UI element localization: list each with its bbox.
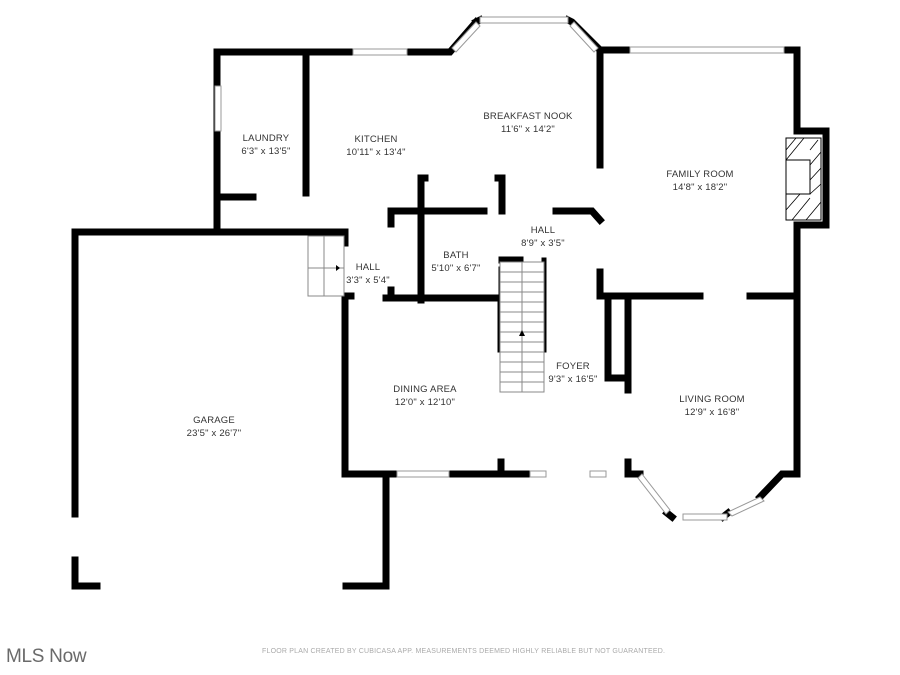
room-label-living-room: LIVING ROOM 12'9" x 16'8" — [679, 393, 745, 419]
room-dimensions: 8'9" x 3'5" — [521, 238, 565, 249]
windows — [214, 16, 785, 521]
walls — [71, 15, 830, 590]
room-name: LIVING ROOM — [679, 394, 745, 405]
room-name: BREAKFAST NOOK — [483, 111, 573, 122]
room-dimensions: 5'10" x 6'7" — [431, 263, 481, 274]
floor-plan-disclaimer: FLOOR PLAN CREATED BY CUBICASA APP. MEAS… — [262, 648, 666, 655]
room-dimensions: 14'8" x 18'2" — [672, 182, 728, 193]
room-name: DINING AREA — [393, 384, 457, 395]
room-name: FOYER — [556, 361, 590, 372]
room-name: HALL — [530, 225, 556, 236]
room-label-kitchen: KITCHEN 10'11" x 13'4" — [346, 133, 405, 159]
room-label-dining-area: DINING AREA 12'0" x 12'10" — [393, 383, 456, 409]
garage-steps — [307, 235, 345, 297]
room-dimensions: 12'9" x 16'8" — [684, 407, 740, 418]
mls-watermark: MLS Now — [6, 646, 87, 667]
room-name: GARAGE — [193, 415, 235, 426]
room-label-hall-side: HALL 3'3" x 5'4" — [346, 261, 390, 287]
room-label-laundry: LAUNDRY 6'3" x 13'5" — [241, 132, 290, 158]
room-name: KITCHEN — [354, 134, 398, 145]
room-name: BATH — [443, 250, 469, 261]
room-name: FAMILY ROOM — [666, 169, 734, 180]
room-label-breakfast-nook: BREAKFAST NOOK 11'6" x 14'2" — [483, 110, 572, 136]
room-dimensions: 23'5" x 26'7" — [186, 428, 242, 439]
room-name: HALL — [355, 262, 381, 273]
room-dimensions: 6'3" x 13'5" — [241, 146, 291, 157]
fireplace — [785, 137, 822, 221]
room-label-bath: BATH 5'10" x 6'7" — [431, 249, 480, 275]
room-dimensions: 9'3" x 16'5" — [548, 374, 598, 385]
room-label-hall-upper: HALL 8'9" x 3'5" — [521, 224, 565, 250]
staircase — [499, 261, 545, 393]
room-dimensions: 3'3" x 5'4" — [346, 275, 390, 286]
room-dimensions: 10'11" x 13'4" — [346, 147, 406, 158]
room-label-family-room: FAMILY ROOM 14'8" x 18'2" — [666, 168, 733, 194]
room-name: LAUNDRY — [242, 133, 290, 144]
room-label-garage: GARAGE 23'5" x 26'7" — [187, 414, 242, 440]
room-dimensions: 11'6" x 14'2" — [501, 124, 555, 135]
room-label-foyer: FOYER 9'3" x 16'5" — [548, 360, 597, 386]
room-dimensions: 12'0" x 12'10" — [394, 397, 456, 408]
